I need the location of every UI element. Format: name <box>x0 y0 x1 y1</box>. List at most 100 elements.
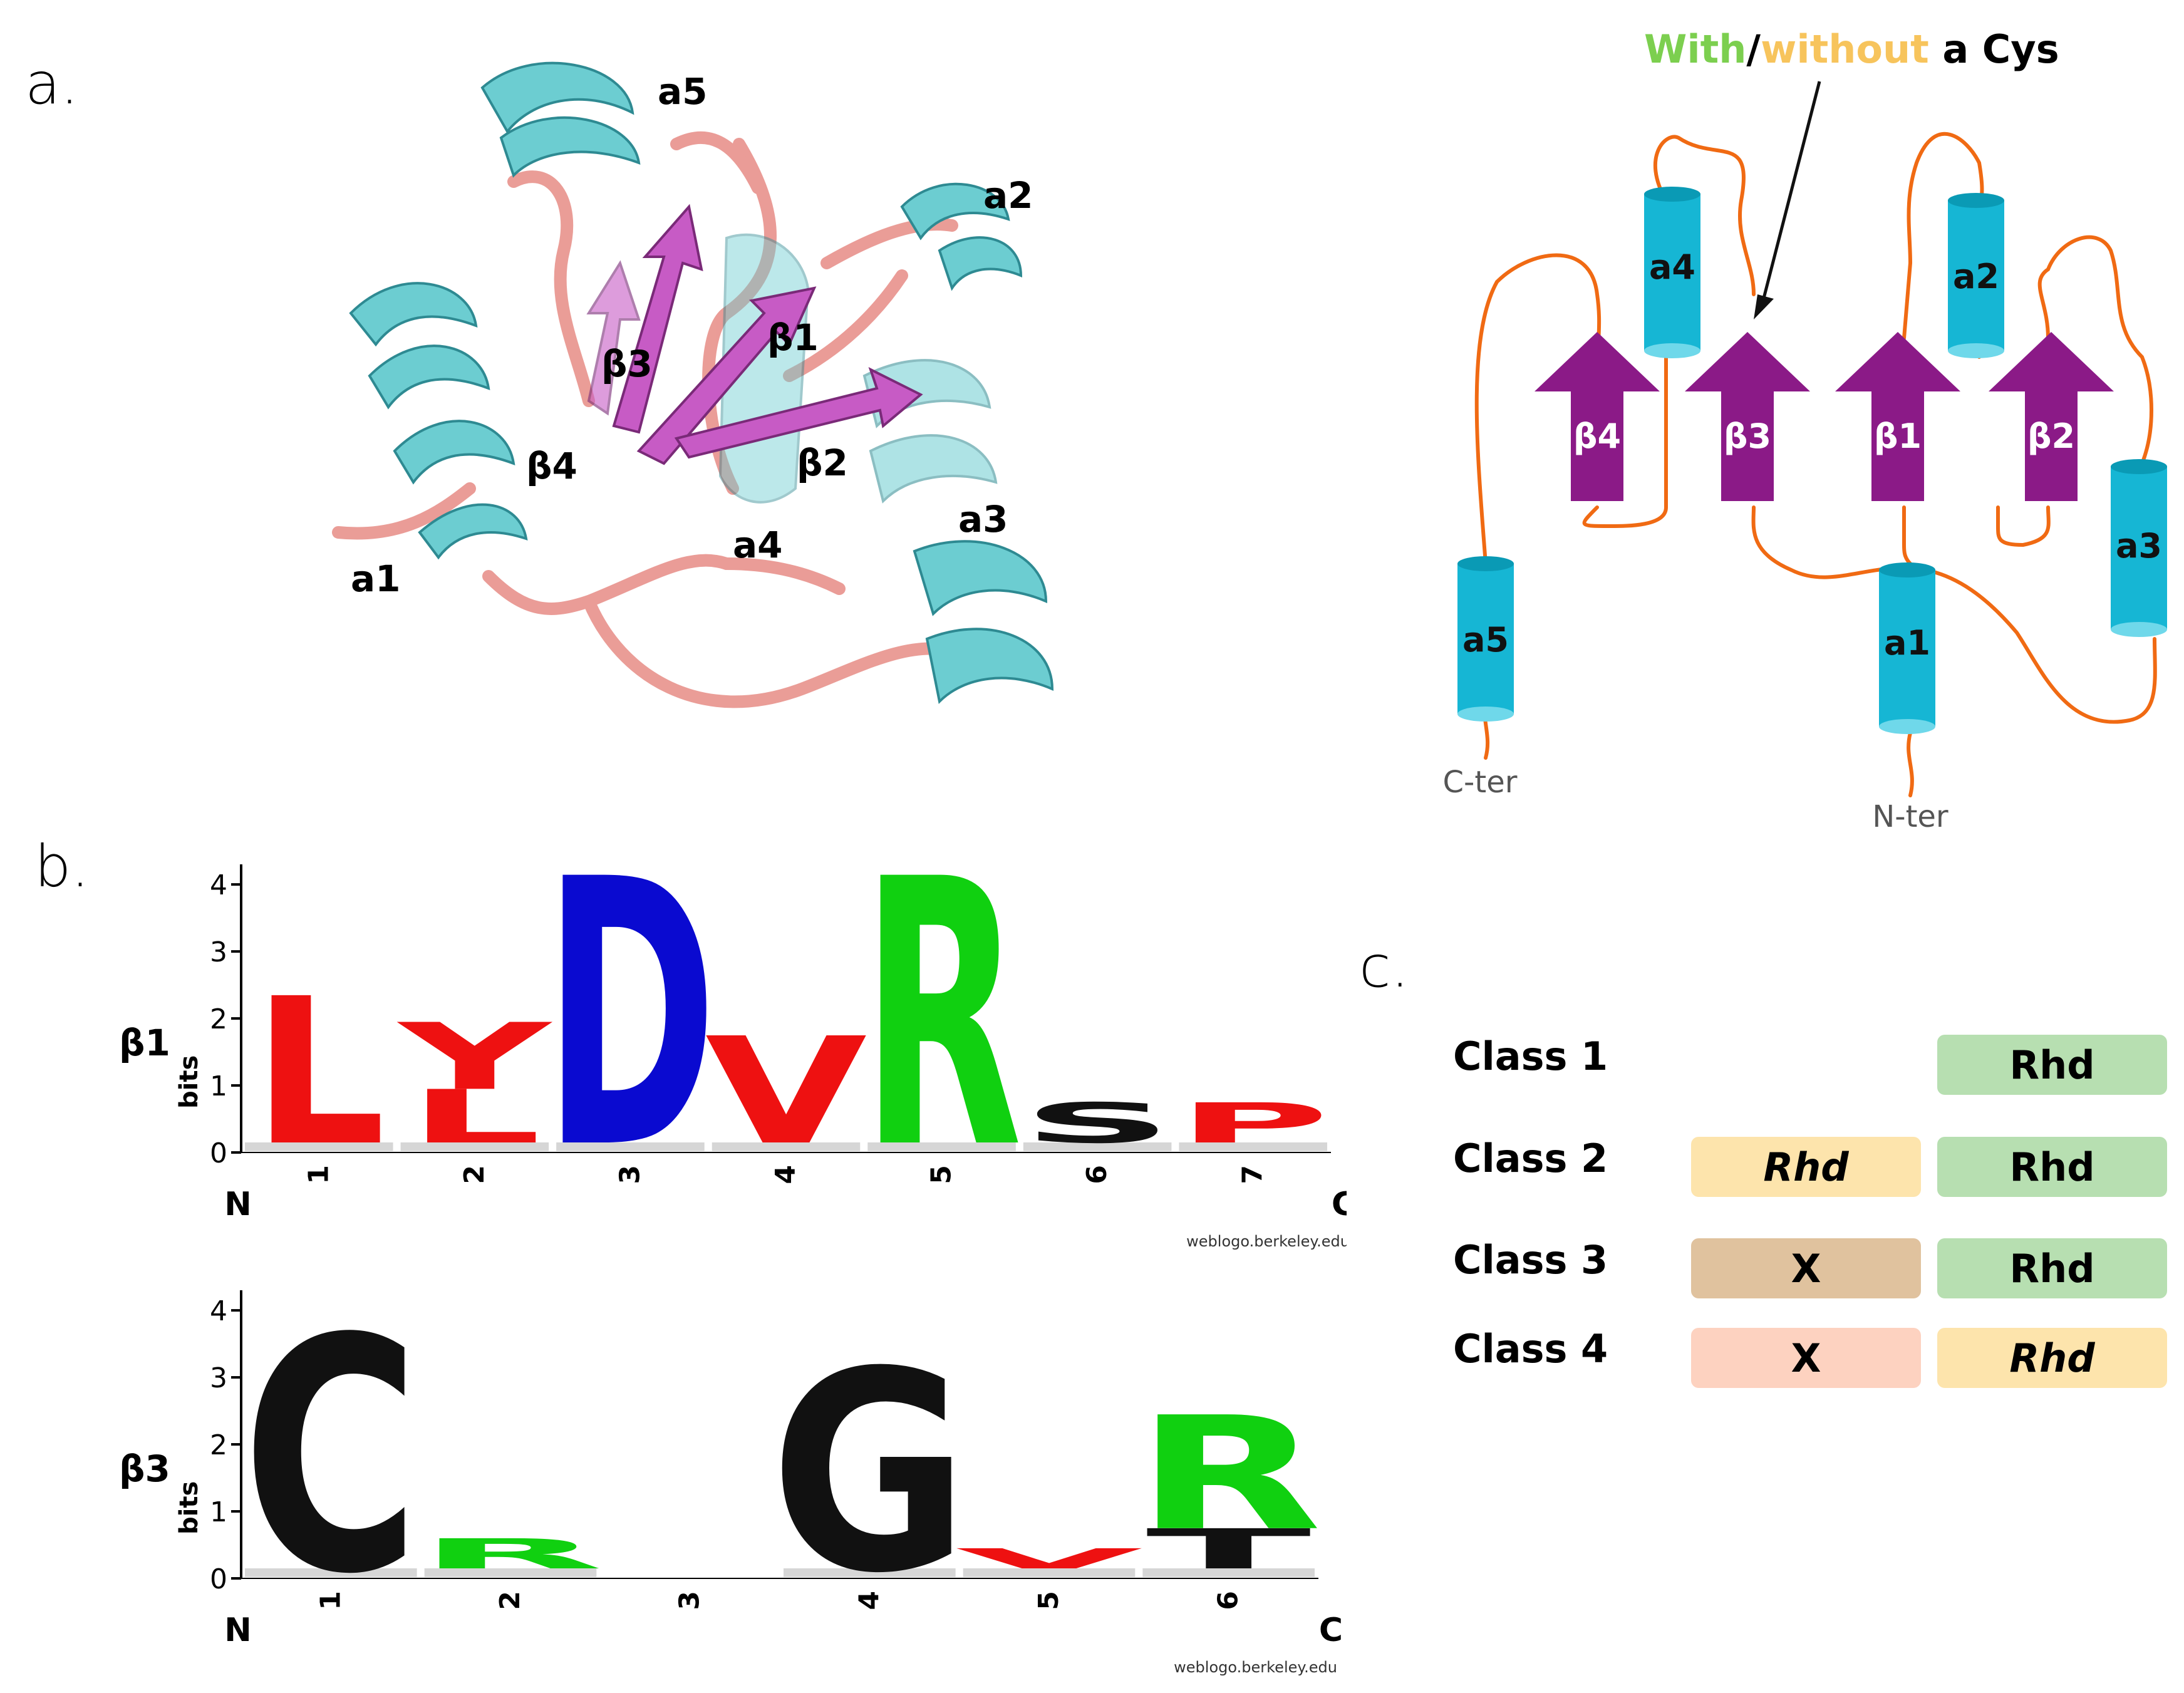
logo-minor-residues <box>245 1142 393 1151</box>
logo-y-axis-label: bits <box>175 1481 204 1535</box>
logo-minor-residues <box>867 1142 1016 1151</box>
strand-arrow-b1 <box>1835 332 1960 501</box>
helix-label-a3: a3 <box>958 498 1008 541</box>
logo-position-label: 3 <box>614 1165 646 1184</box>
logo-y-tick-label: 3 <box>210 936 227 968</box>
topology-header: With/without a Cys <box>1644 26 2059 72</box>
logo-minor-residues <box>556 1142 705 1151</box>
logo-position-label: 4 <box>853 1591 885 1610</box>
logo-position-label: 4 <box>770 1165 802 1184</box>
logo-letter-p: P <box>1176 1091 1330 1156</box>
logo-letter-l: L <box>408 1075 541 1160</box>
logo-letter-r: R <box>417 1530 604 1578</box>
logo-position-label: 3 <box>674 1591 706 1610</box>
class3-rhd-box: Rhd <box>1937 1238 2167 1298</box>
class4-rhd-inactive-box: Rhd <box>1937 1328 2167 1388</box>
strand-label-b4: β4 <box>526 445 577 487</box>
header-without: without <box>1761 26 1929 72</box>
helix-label-a5: a5 <box>658 70 708 113</box>
topology-helices <box>1457 187 2167 734</box>
topo-label-a5: a5 <box>1462 620 1509 660</box>
logo-minor-residues <box>1142 1568 1315 1577</box>
logo-letter-y: Y <box>396 1004 553 1111</box>
cys-pointer-arrow <box>1754 81 1821 319</box>
logo-letter-r: R <box>861 839 1022 1230</box>
logo-y-tick-label: 4 <box>210 1295 227 1327</box>
logo-position-label: 5 <box>1033 1591 1065 1610</box>
logo-letter-t: T <box>1146 1518 1313 1582</box>
helix-cylinder-a5 <box>1457 556 1514 722</box>
class1-rhd-text: Rhd <box>2009 1042 2095 1088</box>
topology-strands <box>1534 332 2114 501</box>
helix-label-a1: a1 <box>351 557 401 600</box>
logo-position-label: 1 <box>314 1591 346 1610</box>
topology-diagram: a4 a2 a3 a1 a5 β4 β3 β1 β2 C-ter N-ter <box>1443 81 2167 834</box>
logo-y-tick-label: 0 <box>210 1563 227 1595</box>
strand-arrows <box>586 204 923 465</box>
class-label-1: Class 1 <box>1453 1033 1608 1079</box>
class2-rhd-box: Rhd <box>1937 1137 2167 1197</box>
logo-credit: weblogo.berkeley.edu <box>1186 1233 1347 1250</box>
logo-minor-residues <box>400 1142 549 1151</box>
logo-minor-residues <box>1179 1142 1327 1151</box>
logo-letter-r: R <box>1136 1384 1322 1565</box>
logo-position-label: 6 <box>1213 1591 1245 1610</box>
class1-rhd-box: Rhd <box>1937 1035 2167 1095</box>
logo-y-tick-label: 0 <box>210 1137 227 1169</box>
logo-letter-d: D <box>544 839 717 1230</box>
class-label-3: Class 3 <box>1453 1237 1608 1283</box>
logo-minor-residues <box>784 1568 956 1577</box>
class4-x-box: X <box>1691 1328 1921 1388</box>
logo-y-axis-label: bits <box>175 1055 204 1109</box>
helix-label-a4: a4 <box>733 524 783 566</box>
logo-letter-v: V <box>705 1007 869 1178</box>
logo-c-terminus: C <box>1319 1612 1343 1649</box>
logo-y-tick-label: 2 <box>210 1003 227 1035</box>
logo-letter-c: C <box>242 1271 420 1645</box>
logo-c-terminus: C <box>1332 1186 1347 1223</box>
panel-label-c: c. <box>1359 933 1409 1000</box>
class4-x-text: X <box>1791 1335 1821 1381</box>
logo-position-label: 1 <box>303 1165 334 1184</box>
logo-letter-g: G <box>770 1313 969 1633</box>
logo-n-terminus: N <box>224 1186 252 1223</box>
header-slash: / <box>1746 26 1761 72</box>
helix-cylinder-a3 <box>2111 459 2167 637</box>
logo-y-tick-label: 1 <box>210 1496 227 1528</box>
strand-arrow-b4 <box>1534 332 1660 501</box>
class3-x-box: X <box>1691 1238 1921 1298</box>
class2-rhd-inactive-text: Rhd <box>1763 1144 1849 1190</box>
class3-rhd-text: Rhd <box>2009 1245 2095 1292</box>
header-with: With <box>1644 26 1747 72</box>
class3-x-text: X <box>1791 1245 1821 1292</box>
topo-label-b1: β1 <box>1874 417 1922 456</box>
class4-rhd-inactive-text: Rhd <box>2009 1335 2095 1381</box>
logo-position-label: 2 <box>494 1591 526 1610</box>
topo-label-a2: a2 <box>1953 257 1999 296</box>
topo-label-b3: β3 <box>1724 417 1771 456</box>
topo-label-b4: β4 <box>1573 417 1621 456</box>
ribbon-loops <box>332 131 958 708</box>
logo-position-label: 7 <box>1237 1165 1269 1184</box>
logo-minor-residues <box>424 1568 597 1577</box>
logo-minor-residues <box>1023 1142 1172 1151</box>
logo-row-label: β1 <box>119 1022 170 1064</box>
header-rest: a Cys <box>1928 26 2059 72</box>
class2-rhd-inactive-box: Rhd <box>1691 1137 1921 1197</box>
logo-position-label: 2 <box>458 1165 490 1184</box>
strand-label-b3: β3 <box>601 343 653 385</box>
class2-rhd-text: Rhd <box>2009 1144 2095 1190</box>
topo-label-a1: a1 <box>1884 623 1930 663</box>
helix-cylinder-a1 <box>1879 562 1935 734</box>
topo-label-a4: a4 <box>1649 247 1695 287</box>
topo-label-a3: a3 <box>2116 526 2162 566</box>
logo-y-tick-label: 1 <box>210 1070 227 1102</box>
logo-y-tick-label: 2 <box>210 1429 227 1461</box>
topo-label-b2: β2 <box>2027 417 2075 456</box>
strand-arrow-b3 <box>1685 332 1810 501</box>
logo-minor-residues <box>245 1568 417 1577</box>
strand-label-b2: β2 <box>797 442 848 484</box>
helix-cylinder-a2 <box>1948 193 2004 358</box>
logo-y-tick-label: 3 <box>210 1362 227 1394</box>
